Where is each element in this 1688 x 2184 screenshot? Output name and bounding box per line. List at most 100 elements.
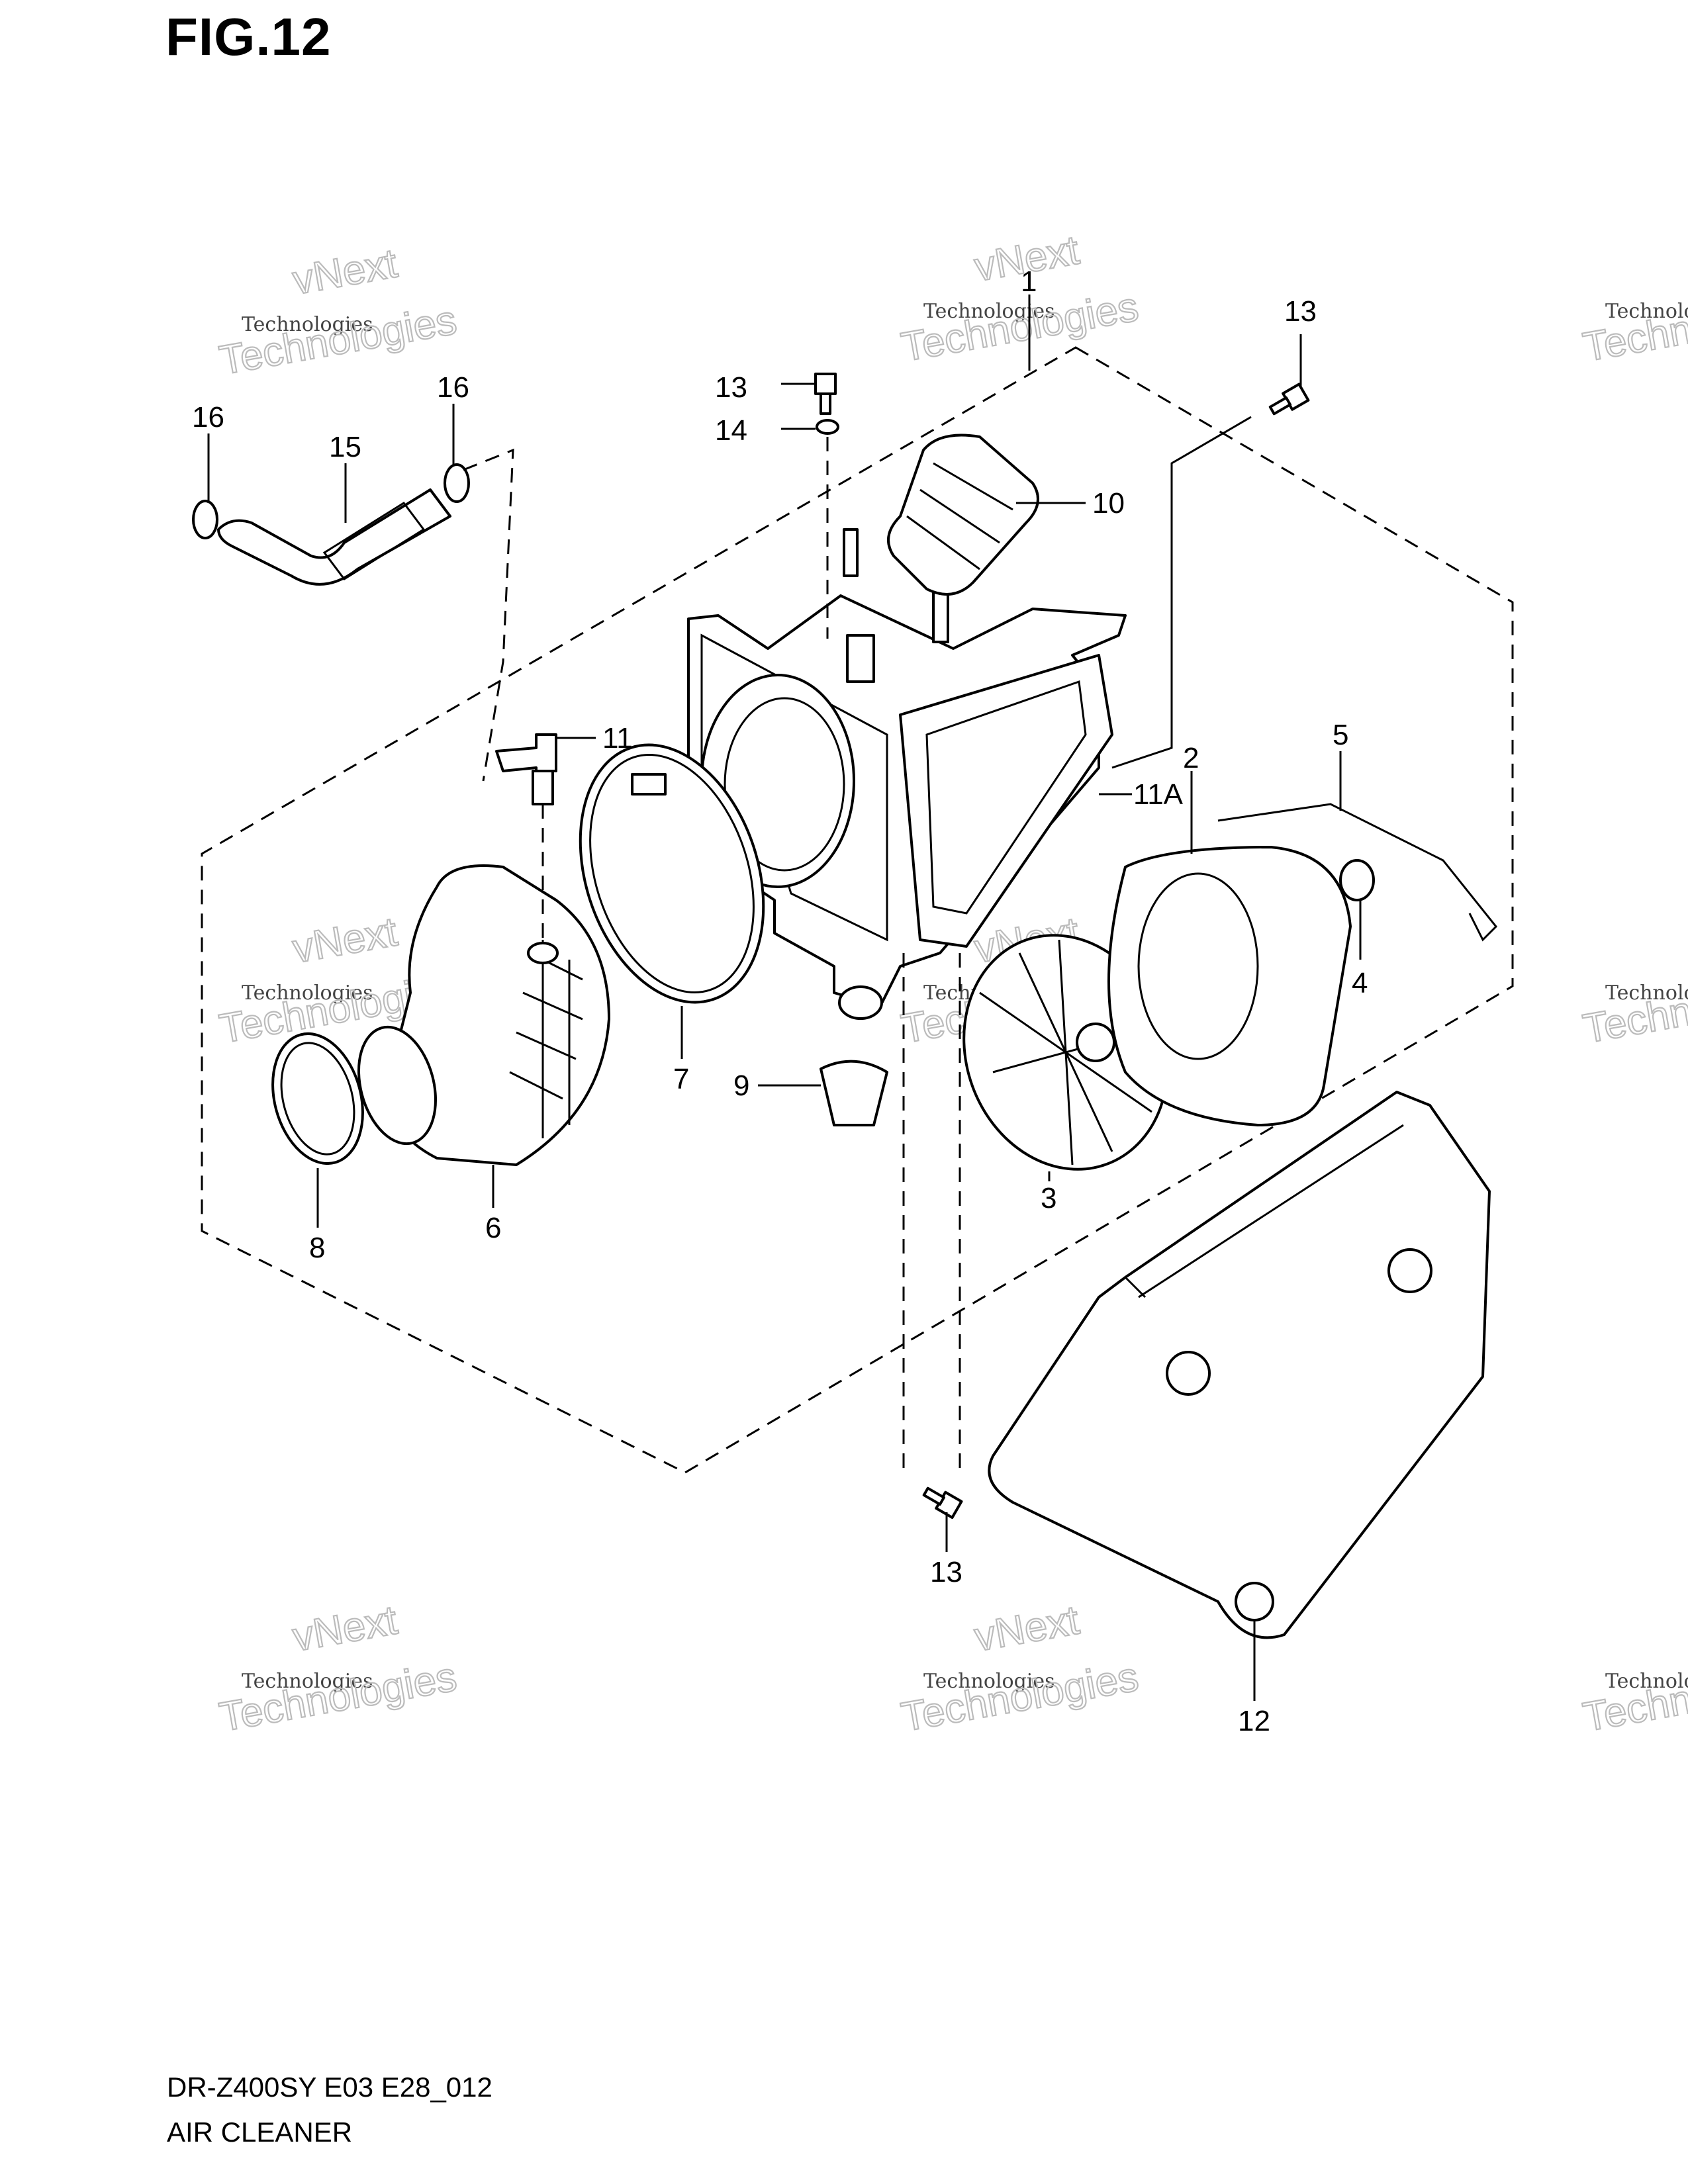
band-clamp-screw [631, 773, 667, 796]
watermark: Technologies Technologies [1579, 965, 1688, 1053]
callout-16-right: 16 [437, 371, 469, 404]
filter-element-opening [1137, 872, 1259, 1060]
filter-cage-spokes [979, 939, 1152, 1165]
watermark: Technologies Technologies [1579, 283, 1688, 371]
watermark: vNext Technologies Technologies [897, 1596, 1143, 1741]
watermark-brand: Technologies [216, 297, 459, 384]
watermark-text: Technologies [1605, 300, 1688, 323]
elbow-fitting-part [495, 733, 557, 805]
figure-title: FIG.12 [165, 7, 332, 66]
bolt-shank [922, 1486, 945, 1506]
watermark-text: Technologies [242, 313, 373, 336]
case-flange [899, 654, 1113, 948]
side-cover-fastener [1235, 1582, 1274, 1621]
callout-2: 2 [1183, 742, 1199, 774]
inlet-duct-grille [509, 940, 583, 1138]
watermark-brand: vNext [289, 1597, 400, 1660]
hose-clamp-part [192, 500, 218, 539]
callout-3: 3 [1041, 1182, 1056, 1214]
callout-12: 12 [1238, 1705, 1270, 1737]
watermark-brand: Technologies [1579, 1654, 1688, 1741]
breather-hose-part [217, 488, 451, 586]
callout-8: 8 [309, 1232, 325, 1264]
watermark-brand: vNext [289, 240, 400, 303]
callout-15: 15 [329, 431, 361, 463]
watermark-brand: vNext [289, 909, 400, 972]
callout-5: 5 [1333, 719, 1348, 751]
callout-14: 14 [715, 414, 747, 447]
intake-boot [887, 433, 1039, 596]
section-name: AIR CLEANER [167, 2116, 353, 2148]
case-stud [932, 588, 949, 643]
inlet-duct-port [527, 942, 559, 964]
elbow-stem [532, 770, 554, 805]
hose-route-line [463, 448, 514, 782]
callout-1: 1 [1021, 265, 1037, 298]
watermark-brand: vNext [971, 1597, 1082, 1660]
callout-4: 4 [1352, 967, 1368, 999]
bolt-part [814, 373, 837, 415]
breather-hose-assembly [192, 448, 514, 782]
hose-clamp-inner [280, 1042, 355, 1156]
grommet-part [1339, 859, 1375, 901]
leader-lines [207, 295, 1362, 1701]
case-flange-inner [925, 680, 1087, 915]
bolt-part [1268, 383, 1310, 416]
watermark-text: Technologies [923, 300, 1055, 323]
callout-13-bottom: 13 [930, 1556, 962, 1588]
watermark: vNext Technologies Technologies [215, 1596, 461, 1741]
watermark-text: Technologies [1605, 1670, 1688, 1693]
filter-cage-hub [1076, 1023, 1115, 1062]
bolt-shank [1268, 396, 1292, 416]
intake-boot-part [887, 433, 1039, 596]
callout-7: 7 [673, 1063, 689, 1095]
watermark-text: Technologies [242, 1670, 373, 1693]
callout-10: 10 [1092, 487, 1125, 520]
case-stud [843, 528, 859, 577]
inlet-duct-part [357, 864, 610, 1166]
wire-retainer-part [1217, 803, 1498, 942]
callout-labels: 1 2 3 4 5 6 7 8 9 10 11 11A 12 13 13 13 … [192, 265, 1368, 1737]
watermark-brand: Technologies [898, 284, 1141, 371]
side-cover-edge [1124, 1124, 1404, 1298]
bolt-head [814, 373, 837, 395]
callout-16-left: 16 [192, 401, 224, 433]
bolt-shank [820, 392, 831, 415]
case-boss [846, 634, 875, 683]
watermark-brand: Technologies [898, 1654, 1141, 1741]
watermark-brand: Technologies [216, 1654, 459, 1741]
assembly-boundary [201, 346, 1514, 1474]
band-clamp-part [579, 743, 765, 1004]
case-outlet-inner [724, 697, 845, 872]
watermark: Technologies Technologies [1579, 1653, 1688, 1741]
watermark-text: Technologies [242, 981, 373, 1005]
watermark-brand: Technologies [1579, 284, 1688, 371]
drain-plug-part [820, 1060, 888, 1126]
side-cover-part [988, 1091, 1491, 1639]
washer-part [816, 419, 839, 435]
callout-9: 9 [733, 1069, 749, 1102]
side-cover-fastener [1166, 1351, 1211, 1396]
watermark-text: Technologies [923, 1670, 1055, 1693]
watermark: vNext Technologies Technologies [215, 240, 461, 385]
callout-13-right: 13 [1284, 295, 1317, 328]
model-code: DR-Z400SY E03 E28_012 [167, 2071, 492, 2103]
callout-11a: 11A [1133, 778, 1184, 811]
case-drain-boss [838, 985, 883, 1020]
mount-guide-line [1111, 416, 1252, 769]
hose-clamp-part [444, 463, 470, 503]
intake-boot-ribs [906, 462, 1013, 570]
filter-element [1107, 846, 1352, 1126]
side-cover [988, 1091, 1491, 1639]
watermark-text: Technologies [1605, 981, 1688, 1005]
watermark: vNext Technologies Technologies [897, 226, 1143, 371]
callout-6: 6 [485, 1212, 501, 1244]
hose-sleeve [322, 501, 426, 581]
elbow-fitting [495, 733, 557, 772]
callout-13-top: 13 [715, 371, 747, 404]
callout-11: 11 [602, 722, 633, 754]
filter-element-part [1107, 846, 1352, 1126]
watermark-brand: Technologies [1579, 966, 1688, 1052]
side-cover-fastener [1387, 1248, 1432, 1293]
